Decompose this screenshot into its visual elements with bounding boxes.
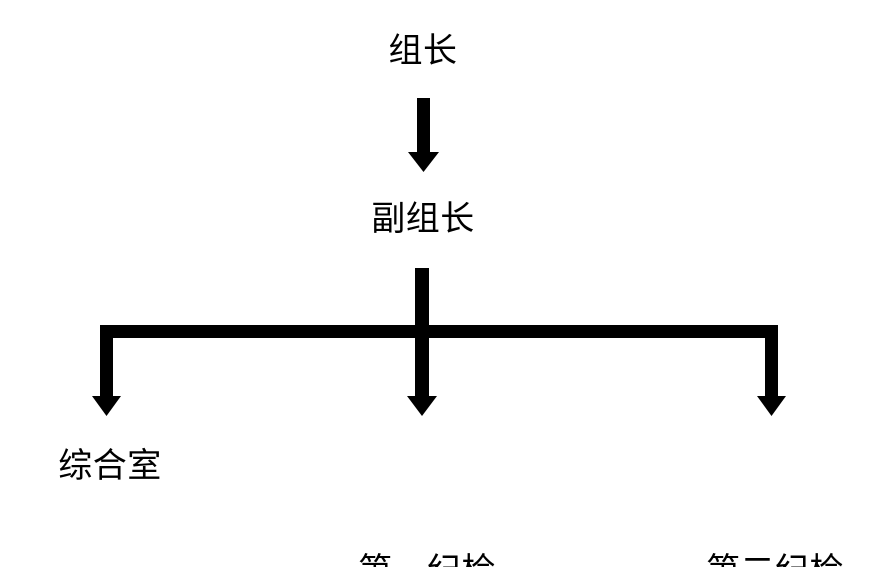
node-leader: 组长 xyxy=(388,32,458,70)
edge-right-arrowhead xyxy=(757,396,786,416)
distribution-bar xyxy=(100,325,778,338)
node-first-inspection: 第一纪检 监察室 xyxy=(327,446,527,567)
edge-left-shaft xyxy=(100,325,113,397)
node-second-inspection-line1: 第二纪检 xyxy=(675,546,875,567)
edge-middle-arrowhead xyxy=(407,396,437,416)
deputy-trunk-shaft xyxy=(415,268,429,330)
edge-deputy-trunk xyxy=(415,268,429,330)
edge-deputy-to-general-office xyxy=(92,325,121,416)
node-second-inspection: 第二纪检 监察室 xyxy=(675,446,875,567)
edge-deputy-to-second-inspection xyxy=(757,325,786,416)
node-general-office: 综合室 xyxy=(58,447,162,485)
edge-leader-to-deputy-arrowhead xyxy=(408,152,439,172)
node-deputy: 副组长 xyxy=(371,200,475,238)
edge-leader-to-deputy xyxy=(408,98,439,172)
edge-right-shaft xyxy=(765,325,778,397)
edge-middle-shaft xyxy=(415,325,429,397)
edge-deputy-to-first-inspection xyxy=(407,325,437,416)
edge-leader-to-deputy-shaft xyxy=(417,98,430,153)
node-first-inspection-line1: 第一纪检 xyxy=(327,546,527,567)
edge-left-arrowhead xyxy=(92,396,121,416)
